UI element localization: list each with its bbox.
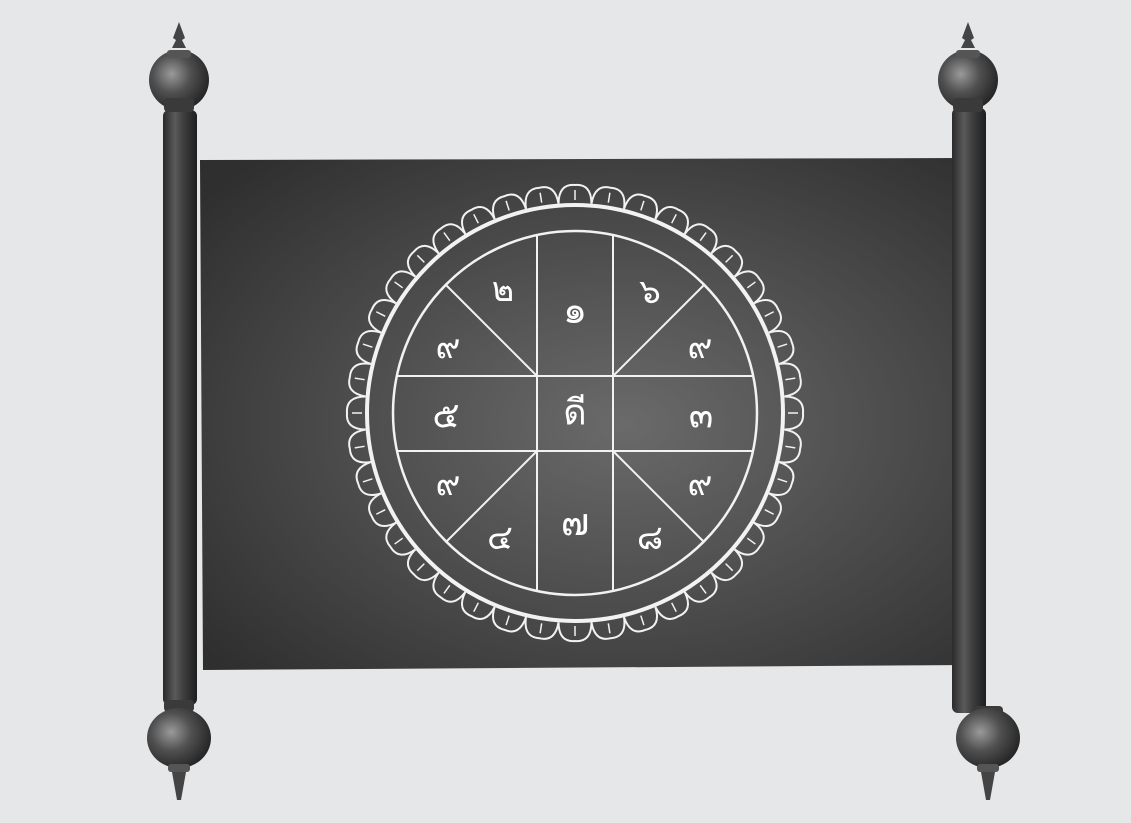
- cell-bottom-right-upper: ๙: [688, 464, 713, 504]
- cell-top: ๑: [563, 288, 587, 332]
- cell-right: ๓: [689, 396, 714, 437]
- left-rod: [147, 22, 211, 800]
- cell-bottom-left-lower: ๔: [487, 518, 513, 558]
- left-bottom-finial-icon: [147, 700, 211, 800]
- cell-bottom-left-upper: ๙: [436, 464, 461, 504]
- cell-bottom: ๗: [561, 500, 590, 544]
- cell-top-left-lower: ๙: [436, 327, 461, 367]
- yantra-center-label: ดี: [563, 393, 586, 434]
- cell-top-right-lower: ๙: [688, 327, 713, 367]
- cell-bottom-right-lower: ๘: [637, 518, 663, 558]
- left-top-finial-icon: [149, 22, 209, 112]
- right-bottom-finial-icon: [956, 706, 1020, 800]
- right-top-finial-icon: [938, 22, 998, 112]
- cell-left: ๕: [432, 396, 459, 437]
- cell-top-right-upper: ๖: [639, 272, 661, 312]
- cell-top-left-upper: ๒: [492, 270, 514, 310]
